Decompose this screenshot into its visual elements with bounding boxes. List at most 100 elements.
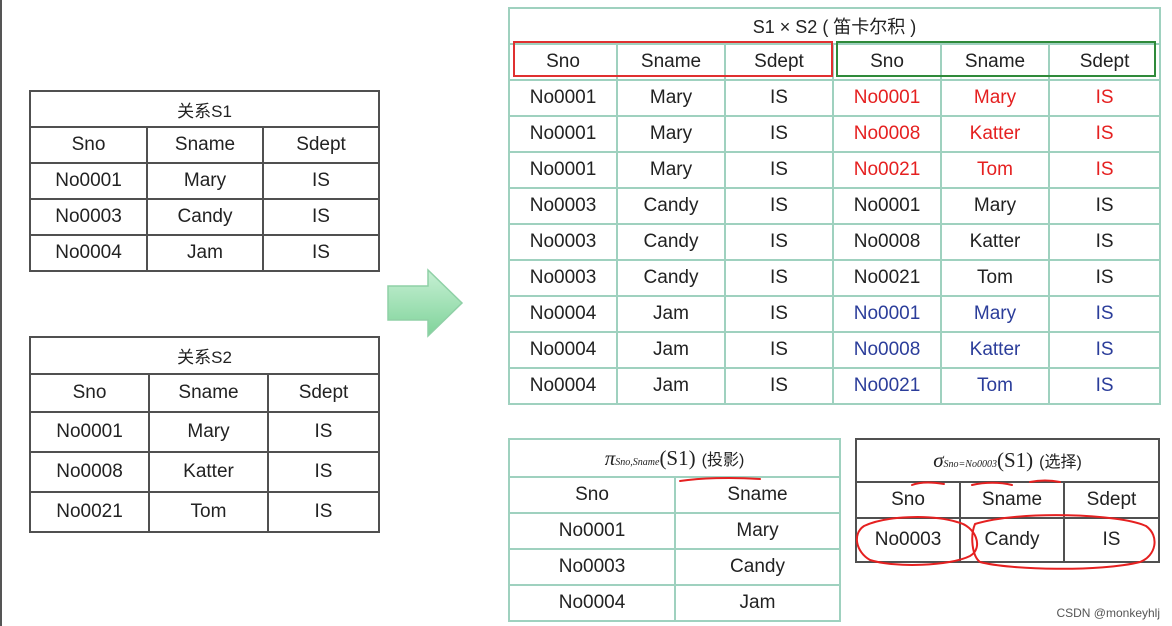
table-cell: IS — [724, 367, 834, 405]
table-cell: No0008 — [832, 223, 942, 261]
table-cell: Mary — [940, 295, 1050, 333]
table-cell: No0004 — [29, 234, 148, 272]
table-cell: Katter — [940, 115, 1050, 153]
table-cell: IS — [1047, 259, 1162, 297]
table-cell: Candy — [616, 187, 726, 225]
table-cell: IS — [261, 234, 381, 272]
table-cell: No0001 — [832, 79, 942, 117]
selection-title: σSno=No0003(S1)(选择) — [854, 438, 1161, 483]
table-cell: No0001 — [29, 411, 150, 453]
header-cell: Sno — [29, 373, 150, 413]
table-cell: IS — [724, 259, 834, 297]
table-cell: Candy — [616, 259, 726, 297]
table-cell: IS — [266, 451, 381, 493]
cartesian-product-title: S1 × S2 ( 笛卡尔积 ) — [507, 7, 1162, 45]
table-cell: Tom — [940, 151, 1050, 189]
watermark: CSDN @monkeyhlj — [1056, 606, 1160, 620]
table-cell: No0001 — [832, 295, 942, 333]
table-cell: IS — [1047, 115, 1162, 153]
table-cell: Jam — [616, 295, 726, 333]
projection-argument: (S1) — [659, 445, 696, 470]
table-cell: No0001 — [508, 151, 618, 189]
table-cell: IS — [724, 115, 834, 153]
header-cell: Sdept — [266, 373, 381, 413]
table-cell: No0001 — [508, 79, 618, 117]
table-cell: IS — [724, 151, 834, 189]
table-cell: Katter — [940, 331, 1050, 369]
header-cell: Sdept — [1047, 43, 1162, 81]
table-cell: Mary — [616, 79, 726, 117]
table-cell: No0008 — [832, 331, 942, 369]
table-cell: Mary — [940, 187, 1050, 225]
table-row: No0004 Jam IS — [29, 234, 381, 272]
table-row: No0001 Mary IS — [29, 162, 381, 200]
table-cell: Jam — [673, 584, 842, 622]
header-cell: Sname — [940, 43, 1050, 81]
header-cell: Sdept — [261, 126, 381, 164]
table-cell: No0008 — [29, 451, 150, 493]
table-cell: Candy — [959, 517, 1065, 563]
circle-candy-is — [971, 514, 1156, 570]
table-cell: Jam — [146, 234, 264, 272]
table-row: No0008 Katter IS — [29, 451, 381, 493]
table-row: No0003 Candy — [508, 548, 842, 586]
table-cell: IS — [261, 162, 381, 200]
s1-columns-highlight-box — [513, 41, 833, 77]
selection-subscript: Sno=No0003 — [943, 459, 997, 470]
table-cell: Jam — [616, 367, 726, 405]
cartesian-product-table: S1 × S2 ( 笛卡尔积 ) Sno Sname Sdept Sno Sna… — [507, 7, 1162, 405]
header-cell: Sno — [832, 43, 942, 81]
table-cell: IS — [724, 331, 834, 369]
table-cell: Candy — [616, 223, 726, 261]
header-cell: Sname — [673, 476, 842, 514]
underline-sname-selection — [971, 481, 1013, 486]
table-row: No0004 Jam — [508, 584, 842, 622]
table-cell: No0021 — [29, 491, 150, 533]
table-cell: Mary — [940, 79, 1050, 117]
table-row: No0001 Mary IS — [29, 411, 381, 453]
header-cell: Sno — [29, 126, 148, 164]
selection-argument: (S1) — [996, 448, 1034, 472]
table-cell: IS — [1047, 331, 1162, 369]
header-cell: Sname — [959, 481, 1065, 519]
table-cell: Jam — [616, 331, 726, 369]
table-cell: Katter — [940, 223, 1050, 261]
projection-title: πSno,Sname(S1)(投影) — [507, 438, 842, 478]
table-cell: Tom — [940, 367, 1050, 405]
table-cell: No0004 — [508, 584, 676, 622]
relation-s2-title: 关系S2 — [28, 336, 381, 375]
selection-symbol: σ — [933, 448, 944, 472]
selection-table: σSno=No0003(S1)(选择) Sno Sname Sdept No00… — [854, 438, 1161, 563]
relation-s1-table: 关系S1 Sno Sname Sdept No0001 Mary IS No00… — [28, 90, 381, 272]
s2-columns-highlight-box — [836, 41, 1156, 77]
table-cell: IS — [724, 295, 834, 333]
table-row: No0003 Candy IS — [29, 198, 381, 236]
table-cell: IS — [261, 198, 381, 236]
table-cell: No0021 — [832, 151, 942, 189]
table-cell: Mary — [616, 115, 726, 153]
table-cell: Mary — [673, 512, 842, 550]
table-cell: No0003 — [29, 198, 148, 236]
table-cell: No0004 — [508, 367, 618, 405]
table-cell: No0021 — [832, 367, 942, 405]
table-cell: No0008 — [832, 115, 942, 153]
table-cell: IS — [266, 491, 381, 533]
table-cell: Katter — [148, 451, 269, 493]
table-cell: No0003 — [508, 223, 618, 261]
projection-subscript: Sno,Sname — [615, 456, 660, 468]
header-cell: Sno — [508, 43, 618, 81]
table-cell: No0001 — [508, 512, 676, 550]
relation-s2-table: 关系S2 Sno Sname Sdept No0001 Mary IS No00… — [28, 336, 381, 533]
table-cell: Mary — [146, 162, 264, 200]
table-cell: No0001 — [508, 115, 618, 153]
header-cell: Sno — [855, 481, 961, 519]
projection-table: πSno,Sname(S1)(投影) Sno Sname No0001 Mary… — [507, 438, 842, 622]
table-cell: IS — [1047, 187, 1162, 225]
